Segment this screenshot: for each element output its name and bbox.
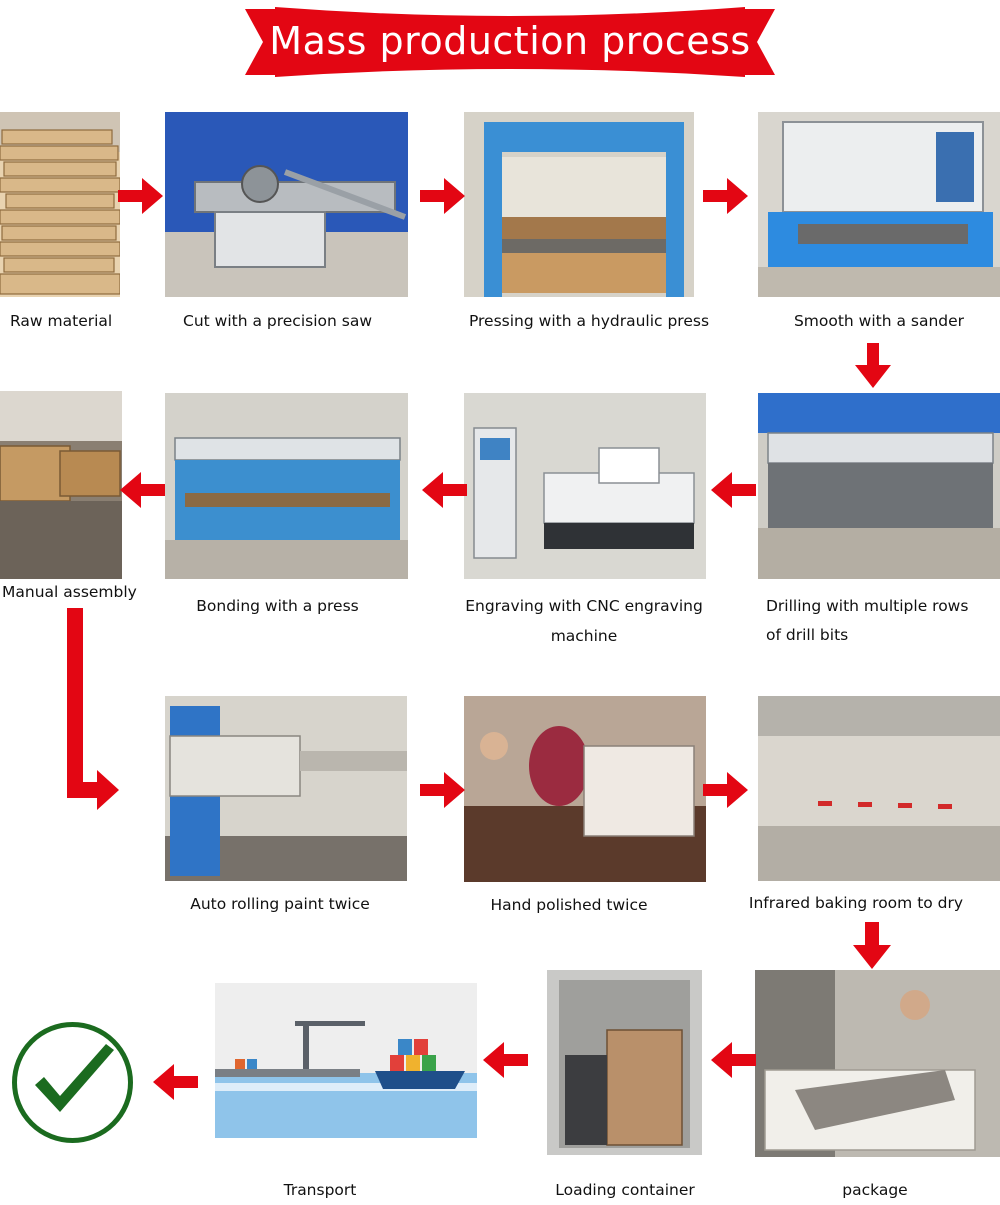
arrow-down-icon — [853, 922, 891, 969]
step-bonding-label: Bonding with a press — [196, 597, 359, 615]
checkmark-icon — [10, 1020, 135, 1145]
arrow-right-icon — [118, 178, 163, 214]
photo-hand-polish — [464, 696, 706, 882]
arrow-down-icon — [855, 343, 891, 388]
step-baking-label: Infrared baking room to dry — [748, 894, 964, 912]
arrow-left-icon — [483, 1042, 528, 1078]
step-polish-label: Hand polished twice — [490, 896, 648, 914]
photo-cnc-engraving — [464, 393, 706, 579]
photo-package — [755, 970, 1000, 1157]
arrow-left-icon — [153, 1064, 198, 1100]
title-banner — [245, 7, 775, 77]
photo-loading-container — [547, 970, 702, 1155]
step-loading-label: Loading container — [555, 1181, 695, 1199]
page-title: Mass production process — [269, 19, 751, 63]
arrow-right-icon — [420, 772, 465, 808]
arrow-right-icon — [703, 178, 748, 214]
photo-auto-rolling-paint — [165, 696, 407, 881]
photo-hydraulic-press — [464, 112, 694, 297]
photo-raw-material — [0, 112, 120, 297]
arrow-left-icon — [711, 1042, 756, 1078]
arrow-left-icon — [120, 472, 165, 508]
photo-infrared-baking — [758, 696, 1000, 881]
photo-manual-assembly — [0, 391, 122, 579]
step-pressing-label: Pressing with a hydraulic press — [468, 312, 710, 330]
step-drilling-label-2: of drill bits — [766, 626, 849, 644]
step-raw-material-label: Raw material — [10, 312, 113, 330]
step-smooth-label: Smooth with a sander — [793, 312, 965, 330]
arrow-down-right-icon — [67, 608, 119, 810]
step-package-label: package — [842, 1181, 908, 1199]
photo-bonding-press — [165, 393, 408, 579]
step-engraving-label-2: machine — [550, 627, 618, 645]
arrow-right-icon — [703, 772, 748, 808]
step-transport-label: Transport — [283, 1181, 357, 1199]
arrow-right-icon — [420, 178, 465, 214]
photo-drilling — [758, 393, 1000, 579]
photo-precision-saw — [165, 112, 408, 297]
arrow-left-icon — [711, 472, 756, 508]
photo-sander — [758, 112, 1000, 297]
step-cut-label: Cut with a precision saw — [183, 312, 372, 330]
arrow-left-icon — [422, 472, 467, 508]
step-assembly-label: Manual assembly — [2, 583, 137, 601]
step-paint-label: Auto rolling paint twice — [190, 895, 370, 913]
step-engraving-label-1: Engraving with CNC engraving — [465, 597, 703, 615]
step-drilling-label-1: Drilling with multiple rows — [766, 597, 969, 615]
photo-transport — [215, 983, 477, 1138]
